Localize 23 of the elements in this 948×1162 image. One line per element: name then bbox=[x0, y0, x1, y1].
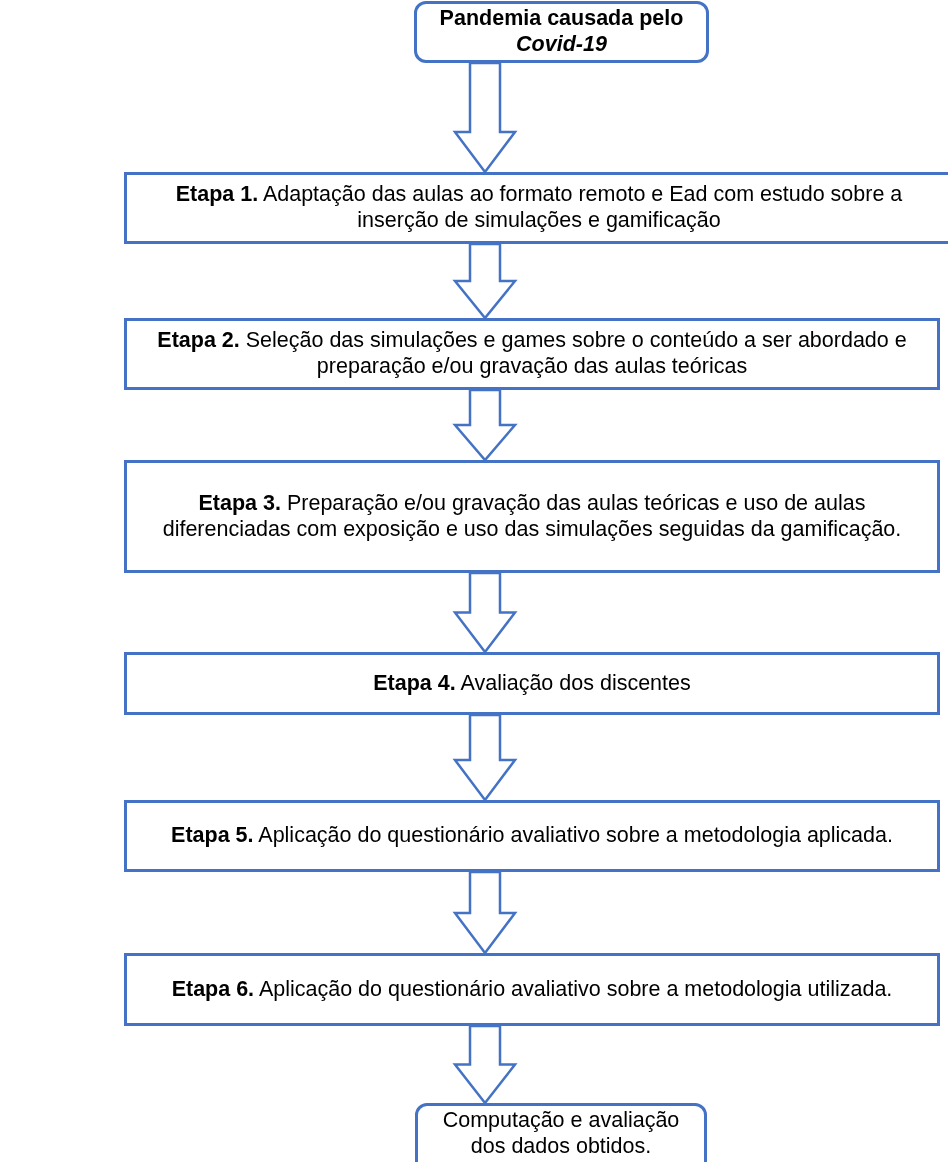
step-text: Pandemia causada pelo Covid-19 bbox=[438, 6, 685, 58]
process-box bbox=[415, 1103, 707, 1162]
step-text: Computação e avaliação dos dados obtidos. bbox=[441, 1107, 681, 1160]
block-arrow bbox=[452, 61, 518, 175]
process-box bbox=[124, 953, 940, 1026]
step-text: Etapa 3. Preparação e/ou gravação das aulas teóricas e uso de aulas diferenciadas com exposição e uso das simulações seguidas da gamificação. bbox=[161, 490, 903, 543]
step-text: Etapa 6. Aplicação do questionário avaliativo sobre a metodologia utilizada. bbox=[171, 976, 893, 1003]
step-text: Etapa 1. Adaptação das aulas ao formato remoto e Ead com estudo sobre a inserção de simulações e gamificação bbox=[174, 182, 904, 234]
block-arrow bbox=[452, 242, 518, 320]
block-arrow bbox=[452, 388, 518, 462]
step-text: Etapa 2. Seleção das simulações e games sobre o conteúdo a ser abordado e preparação e/ou gravação das aulas teóricas bbox=[156, 328, 908, 380]
step-text: Etapa 4. Avaliação dos discentes bbox=[373, 670, 691, 697]
process-box bbox=[124, 172, 948, 244]
block-arrow bbox=[452, 1024, 518, 1106]
process-box bbox=[124, 800, 940, 872]
block-arrow bbox=[452, 571, 518, 655]
process-box bbox=[124, 318, 940, 390]
block-arrow bbox=[452, 870, 518, 956]
step-text: Etapa 5. Aplicação do questionário avaliativo sobre a metodologia aplicada. bbox=[171, 823, 893, 849]
process-box bbox=[414, 1, 709, 63]
process-box bbox=[124, 460, 940, 573]
process-box bbox=[124, 652, 940, 715]
block-arrow bbox=[452, 713, 518, 803]
